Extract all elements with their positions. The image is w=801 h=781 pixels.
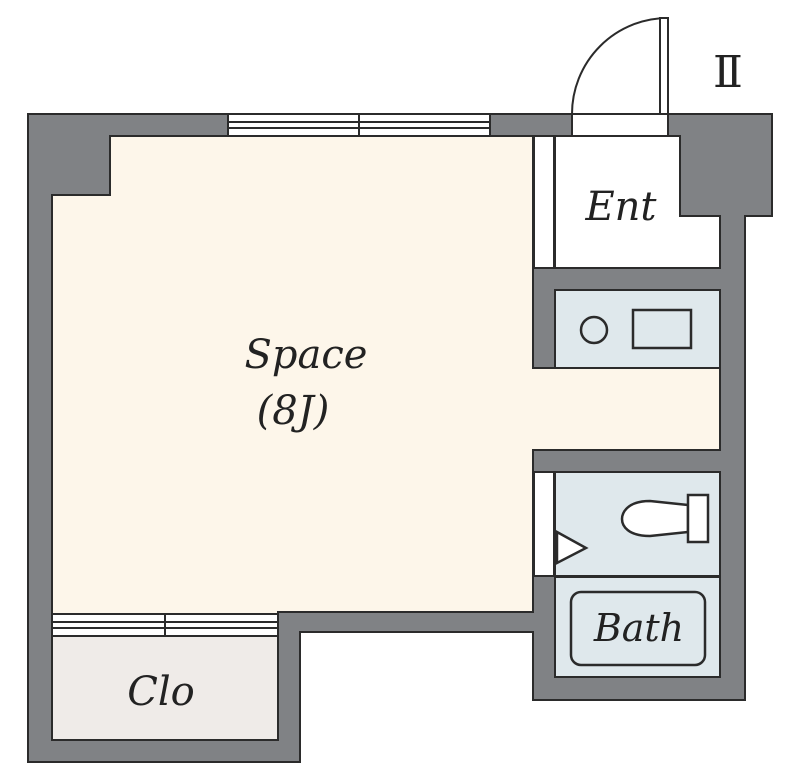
- toilet-jamb: [533, 471, 555, 577]
- entrance-label: Ent: [584, 184, 657, 230]
- bath-room: [554, 576, 721, 678]
- bathtub-icon: [569, 590, 707, 667]
- entrance-door-gap: [571, 113, 669, 137]
- sink-icon: [579, 315, 609, 345]
- stove-icon: [631, 308, 693, 350]
- main-room-label: Space: [245, 332, 368, 378]
- window: [227, 113, 491, 137]
- entrance-door-icon: [571, 17, 669, 115]
- closet-sliding-door: [51, 613, 279, 637]
- closet-label: Clo: [127, 669, 194, 715]
- bath-label: Bath: [593, 606, 684, 650]
- kitchen-area: [554, 289, 721, 369]
- door-swing-marker: [555, 529, 589, 566]
- entrance-jamb: [533, 135, 555, 269]
- closet-floor: [51, 635, 279, 741]
- toilet-icon: [620, 493, 710, 544]
- main-room-size: (8J): [257, 388, 330, 434]
- floor-mark: Ⅱ: [713, 48, 743, 97]
- main-room-floor: [51, 135, 721, 615]
